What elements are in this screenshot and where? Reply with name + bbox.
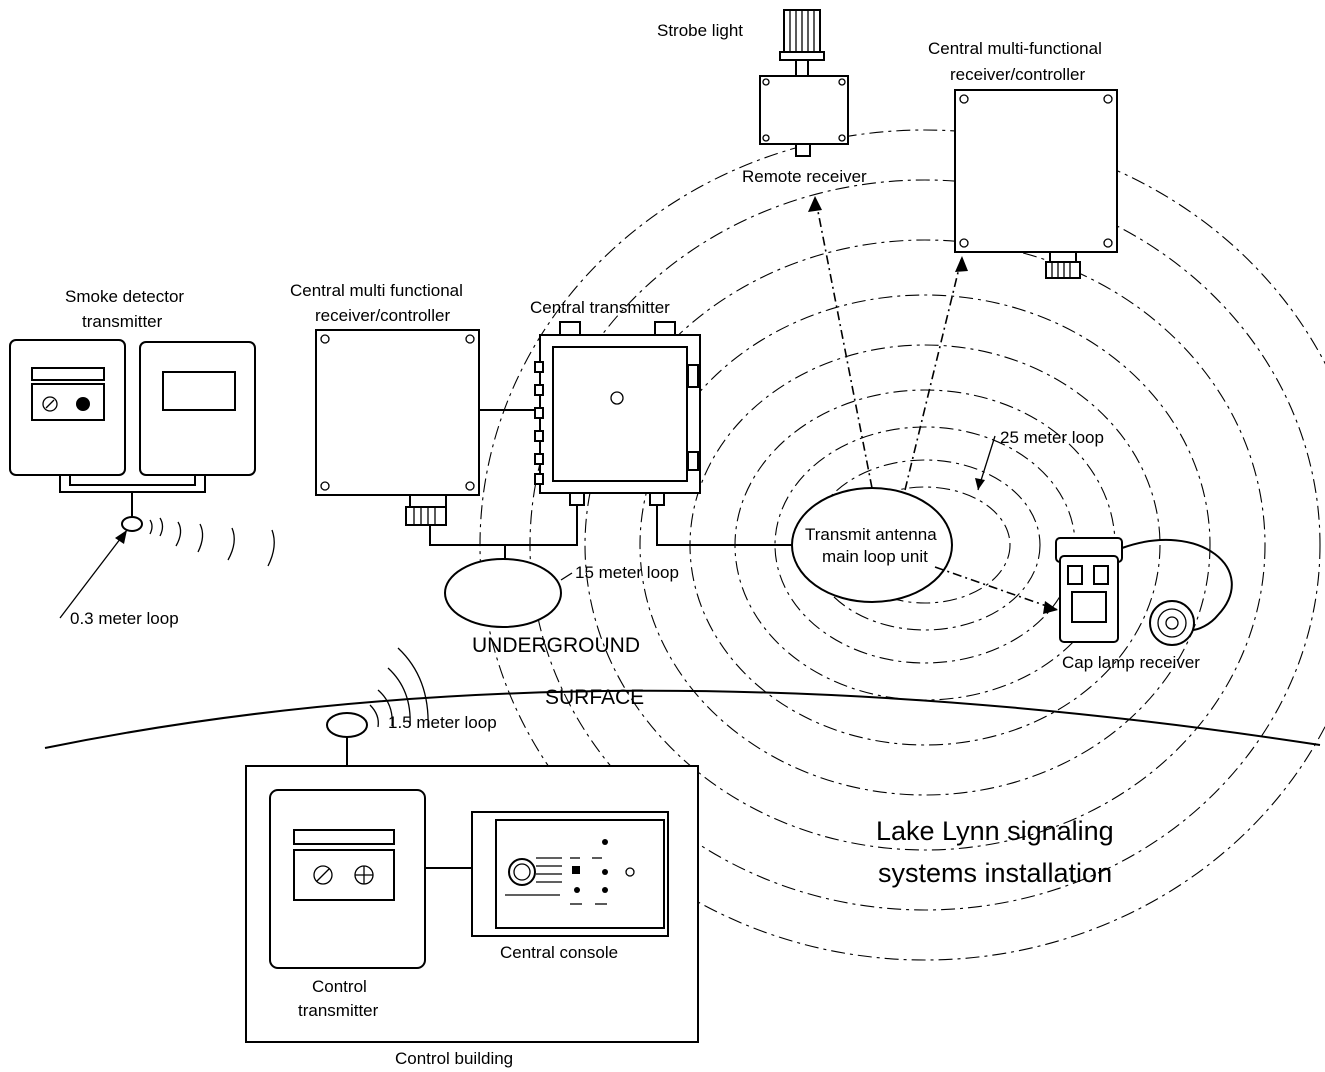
label-underground: UNDERGROUND bbox=[472, 634, 640, 657]
title-line-1: Lake Lynn signaling bbox=[876, 816, 1114, 846]
label-cap-lamp-receiver: Cap lamp receiver bbox=[1062, 653, 1200, 672]
label-control-transmitter-1: Control bbox=[312, 977, 367, 996]
surface-line bbox=[44, 689, 1321, 749]
label-loop-1-5: 1.5 meter loop bbox=[388, 713, 497, 732]
central-receiver-controller-top bbox=[954, 89, 1118, 279]
label-central-mf-left-1: Central multi functional bbox=[290, 281, 463, 300]
strobe-light-icon bbox=[779, 9, 825, 77]
label-central-mf-top-2: receiver/controller bbox=[950, 65, 1085, 84]
central-receiver-controller-left bbox=[315, 329, 480, 526]
control-building bbox=[245, 765, 699, 1043]
label-central-mf-left-2: receiver/controller bbox=[315, 306, 450, 325]
label-loop-15: 15 meter loop bbox=[575, 563, 679, 582]
label-strobe-light: Strobe light bbox=[657, 21, 743, 40]
label-central-transmitter: Central transmitter bbox=[530, 298, 670, 317]
loop-15m bbox=[444, 558, 562, 628]
smoke-detector-icon bbox=[9, 339, 256, 532]
title-line-2: systems installation bbox=[878, 858, 1112, 888]
label-central-mf-top-1: Central multi-functional bbox=[928, 39, 1102, 58]
label-smoke-detector-2: transmitter bbox=[82, 312, 163, 331]
label-transmit-antenna-2: main loop unit bbox=[822, 547, 928, 566]
remote-receiver bbox=[759, 9, 849, 157]
label-central-console: Central console bbox=[500, 943, 618, 962]
label-loop-0-3: 0.3 meter loop bbox=[70, 609, 179, 628]
signal-waves bbox=[149, 129, 1325, 961]
label-loop-25: 25 meter loop bbox=[1000, 428, 1104, 447]
label-smoke-detector-1: Smoke detector bbox=[65, 287, 184, 306]
label-transmit-antenna-1: Transmit antenna bbox=[805, 525, 937, 544]
loop-1-5m bbox=[326, 712, 368, 738]
label-control-building: Control building bbox=[395, 1049, 513, 1068]
central-transmitter bbox=[534, 321, 701, 506]
cap-lamp-icon bbox=[1055, 537, 1233, 646]
label-surface: SURFACE bbox=[545, 686, 644, 709]
label-remote-receiver: Remote receiver bbox=[742, 167, 867, 186]
transmit-antenna-loop bbox=[791, 487, 953, 603]
label-control-transmitter-2: transmitter bbox=[298, 1001, 379, 1020]
